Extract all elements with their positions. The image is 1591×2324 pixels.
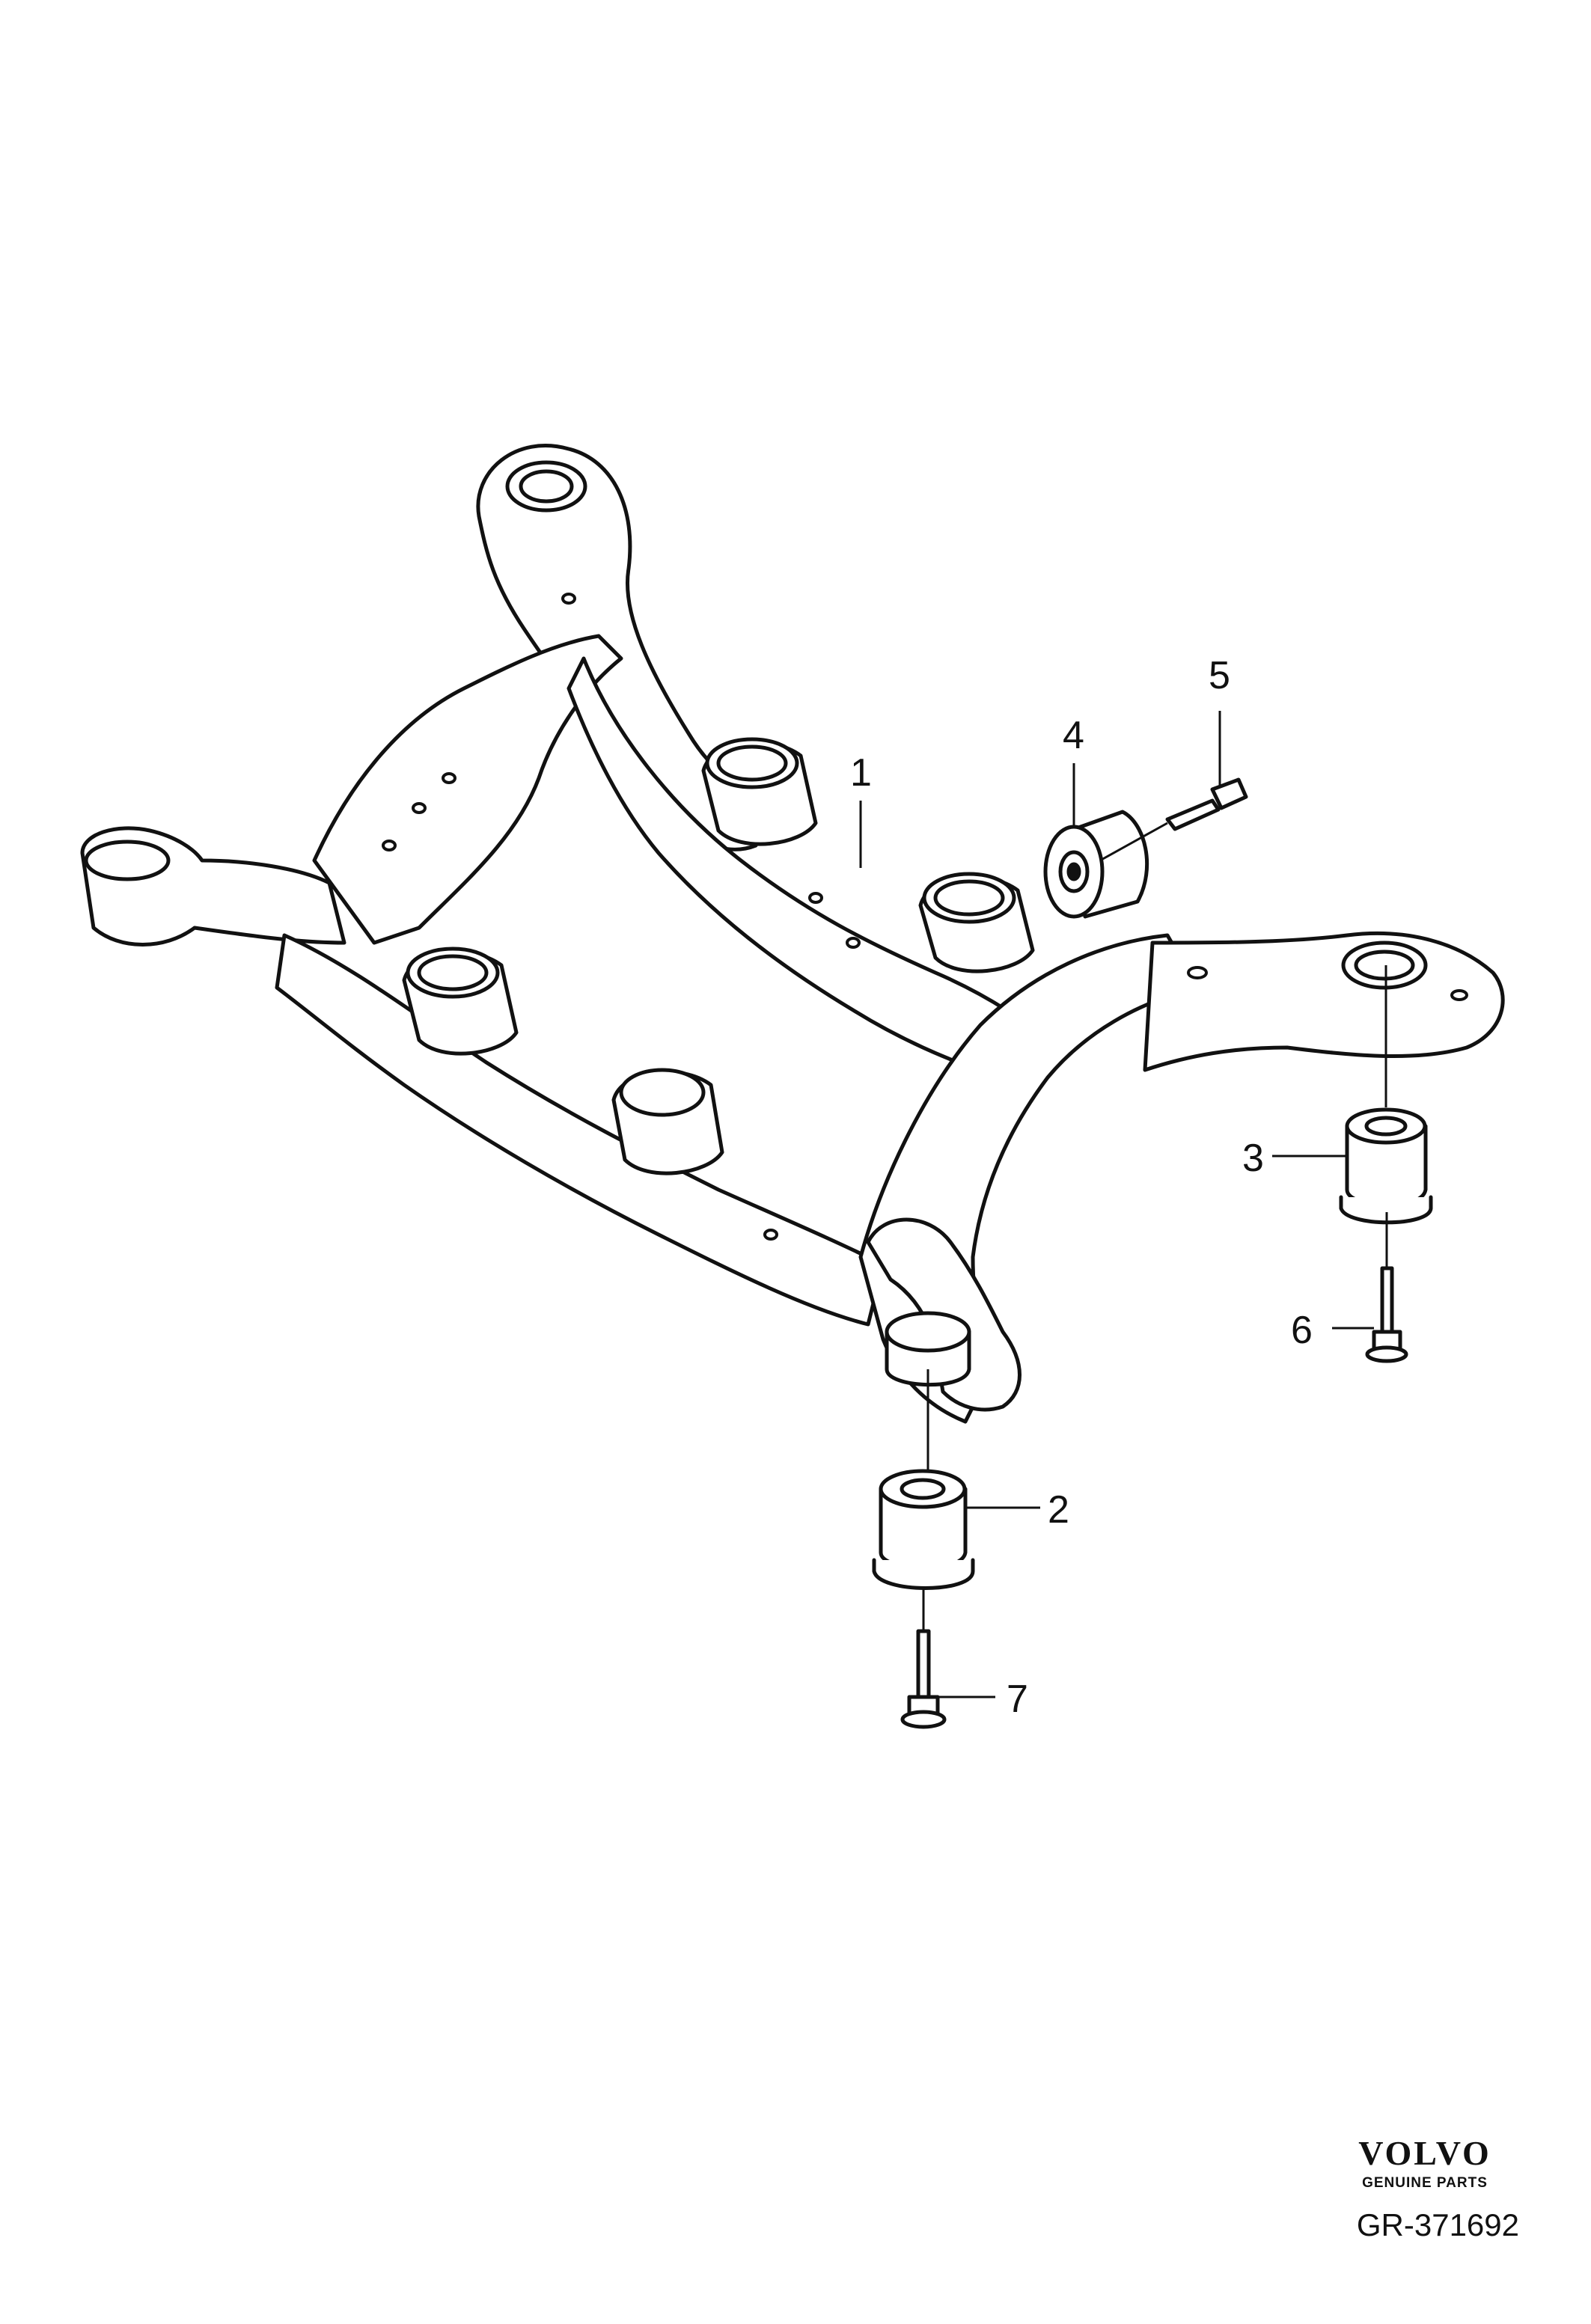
callout-5: 5	[1209, 654, 1230, 697]
callout-3: 3	[1242, 1137, 1264, 1180]
callout-7: 7	[1007, 1678, 1028, 1721]
diagram-reference: GR-371692	[1356, 2207, 1519, 2242]
callout-6: 6	[1291, 1309, 1313, 1352]
axis-line-4	[1099, 822, 1168, 862]
callout-1: 1	[850, 751, 872, 795]
brand-block: VOLVO GENUINE PARTS	[1328, 2136, 1522, 2192]
brand-tagline: GENUINE PARTS	[1362, 2175, 1488, 2191]
callout-4: 4	[1063, 714, 1084, 757]
leader-lines	[859, 711, 1388, 1698]
bolt-part-7	[900, 1629, 947, 1729]
subframe-part	[80, 444, 1505, 1424]
volvo-logo: VOLVO	[1358, 2134, 1491, 2172]
callout-2: 2	[1048, 1488, 1069, 1532]
bushing-part-4	[1043, 810, 1149, 919]
bushing-part-3	[1339, 1107, 1433, 1225]
bolt-part-5	[1165, 777, 1248, 831]
bushing-part-2	[872, 1469, 975, 1590]
callouts: 1 4 5 3 6 2 7	[850, 654, 1313, 1721]
bolt-part-6	[1365, 1266, 1408, 1363]
